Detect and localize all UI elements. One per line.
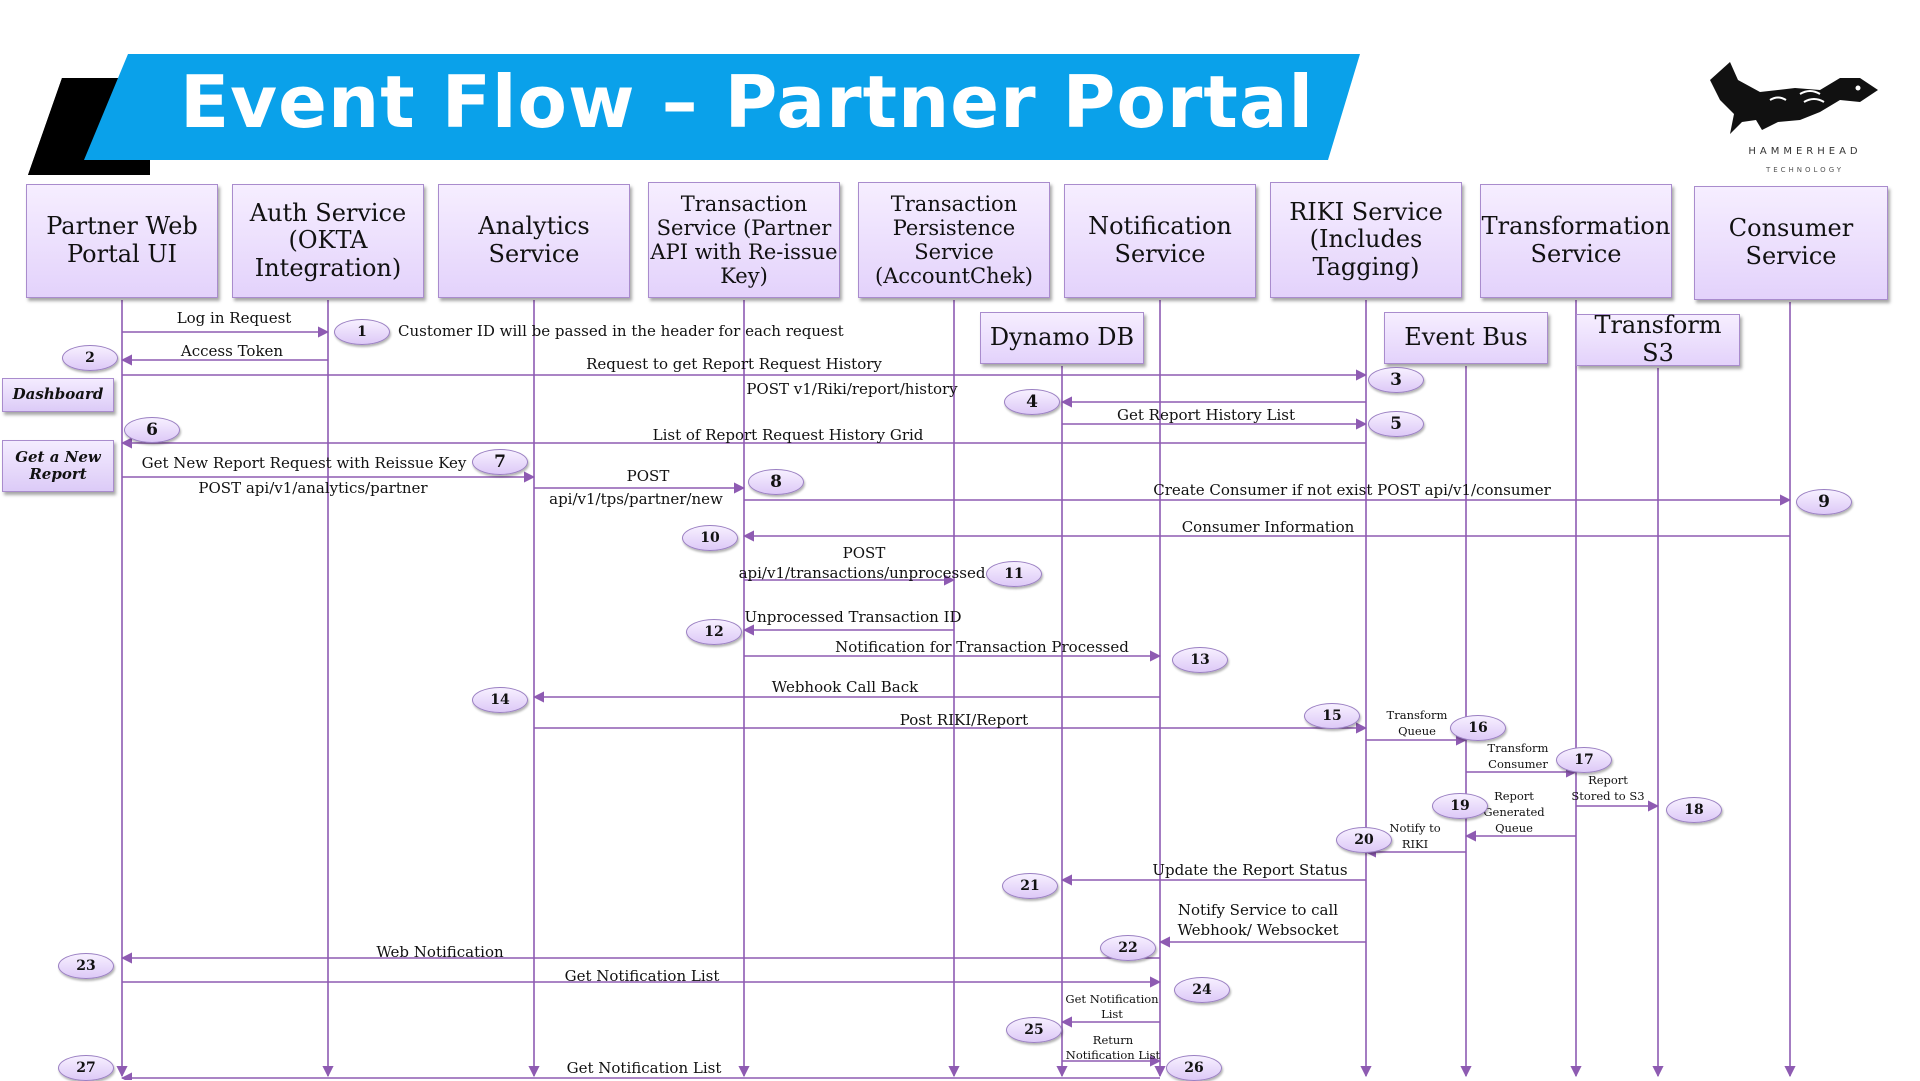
step-badge-16: 16: [1450, 715, 1506, 741]
step-19-label: Report: [1494, 789, 1534, 803]
participant-transformation-service[interactable]: Transformation Service: [1480, 184, 1672, 298]
step-badge-1: 1: [334, 319, 390, 345]
step-17-label2: Consumer: [1488, 757, 1548, 771]
step-badge-9: 9: [1796, 489, 1852, 515]
step-18-label2: Stored to S3: [1571, 789, 1645, 803]
step-badge-11: 11: [986, 561, 1042, 587]
step-15-label: Post RIKI/Report: [899, 711, 1029, 729]
step-badge-25: 25: [1006, 1017, 1062, 1043]
get-new-report-label[interactable]: Get a New Report: [2, 440, 114, 492]
hammerhead-shark-icon: [1710, 62, 1878, 134]
step-badge-26: 26: [1166, 1055, 1222, 1081]
step-8-label: POST: [626, 467, 670, 485]
step-11-label2: api/v1/transactions/unprocessed: [738, 564, 986, 582]
step-27-label: Get Notification List: [566, 1059, 722, 1077]
title-banner: [84, 54, 1360, 160]
step-16-label: Transform: [1386, 708, 1448, 722]
step-badge-14: 14: [472, 687, 528, 713]
step-badge-27: 27: [58, 1055, 114, 1081]
step-9-label: Create Consumer if not exist POST api/v1…: [1153, 481, 1551, 499]
step-7-label2: POST api/v1/analytics/partner: [198, 479, 428, 497]
step-17-label: Transform: [1487, 741, 1549, 755]
step-badge-6: 6: [124, 417, 180, 443]
step-badge-24: 24: [1174, 977, 1230, 1003]
participant-partner-web-portal[interactable]: Partner Web Portal UI: [26, 184, 218, 298]
step-3-label2: POST v1/Riki/report/history: [746, 380, 958, 398]
step-badge-10: 10: [682, 525, 738, 551]
step-25-label2: List: [1101, 1007, 1123, 1021]
step-5-label: Get Report History List: [1117, 406, 1295, 424]
participant-transform-s3[interactable]: Transform S3: [1576, 312, 1740, 367]
participant-event-bus[interactable]: Event Bus: [1384, 312, 1548, 364]
step-badge-13: 13: [1172, 647, 1228, 673]
logo-subtitle: TECHNOLOGY: [1765, 166, 1845, 174]
participant-transaction-persistence-service[interactable]: Transaction Persistence Service (Account…: [858, 182, 1050, 298]
step-badge-2: 2: [62, 345, 118, 371]
step-26-label2: Notification List: [1065, 1048, 1161, 1062]
step-25-label: Get Notification: [1065, 992, 1159, 1006]
step-badge-3: 3: [1368, 367, 1424, 393]
step-2-label: Access Token: [180, 342, 284, 360]
step-badge-21: 21: [1002, 873, 1058, 899]
step-1-label: Log in Request: [176, 309, 292, 327]
step-13-label: Notification for Transaction Processed: [835, 638, 1129, 656]
step-badge-18: 18: [1666, 797, 1722, 823]
step-badge-22: 22: [1100, 935, 1156, 961]
step-18-label: Report: [1588, 773, 1628, 787]
step-24-label: Get Notification List: [564, 967, 720, 985]
participant-transaction-service[interactable]: Transaction Service (Partner API with Re…: [648, 182, 840, 298]
step-14-label: Webhook Call Back: [771, 678, 919, 696]
step-6-label: List of Report Request History Grid: [652, 426, 924, 444]
step-badge-19: 19: [1432, 793, 1488, 819]
step-22-label2: Webhook/ Websocket: [1177, 921, 1339, 939]
step-3-label: Request to get Report Request History: [586, 355, 882, 373]
step-badge-4: 4: [1004, 389, 1060, 415]
logo-name: HAMMERHEAD: [1748, 146, 1862, 157]
step-16-label2: Queue: [1398, 724, 1436, 738]
step-8-label2: api/v1/tps/partner/new: [549, 490, 723, 508]
step-12-label: Unprocessed Transaction ID: [744, 608, 962, 626]
step-19-label3: Queue: [1495, 821, 1533, 835]
step-20-label2: RIKI: [1401, 837, 1429, 851]
step-21-label: Update the Report Status: [1152, 861, 1348, 879]
step-7-label: Get New Report Request with Reissue Key: [141, 454, 467, 472]
step-badge-8: 8: [748, 469, 804, 495]
step-badge-17: 17: [1556, 747, 1612, 773]
participant-analytics-service[interactable]: Analytics Service: [438, 184, 630, 298]
dashboard-label[interactable]: Dashboard: [2, 378, 114, 412]
step-11-label: POST: [842, 544, 886, 562]
step-badge-12: 12: [686, 619, 742, 645]
step-badge-5: 5: [1368, 411, 1424, 437]
participant-dynamo-db[interactable]: Dynamo DB: [980, 312, 1144, 364]
step-20-label: Notify to: [1389, 821, 1441, 835]
step-badge-23: 23: [58, 953, 114, 979]
participant-auth-service[interactable]: Auth Service (OKTA Integration): [232, 184, 424, 298]
step-badge-7: 7: [472, 449, 528, 475]
step-22-label: Notify Service to call: [1177, 901, 1339, 919]
step-10-label: Consumer Information: [1181, 518, 1355, 536]
participant-riki-service[interactable]: RIKI Service (Includes Tagging): [1270, 182, 1462, 298]
page-title: Event Flow – Partner Portal: [180, 60, 1315, 144]
participant-notification-service[interactable]: Notification Service: [1064, 184, 1256, 298]
step-26-label: Return: [1092, 1033, 1134, 1047]
step-23-label: Web Notification: [376, 943, 504, 961]
step-1-note: Customer ID will be passed in the header…: [398, 322, 844, 340]
step-19-label2: Generated: [1483, 805, 1545, 819]
step-badge-15: 15: [1304, 703, 1360, 729]
step-badge-20: 20: [1336, 827, 1392, 853]
participant-consumer-service[interactable]: Consumer Service: [1694, 186, 1888, 300]
